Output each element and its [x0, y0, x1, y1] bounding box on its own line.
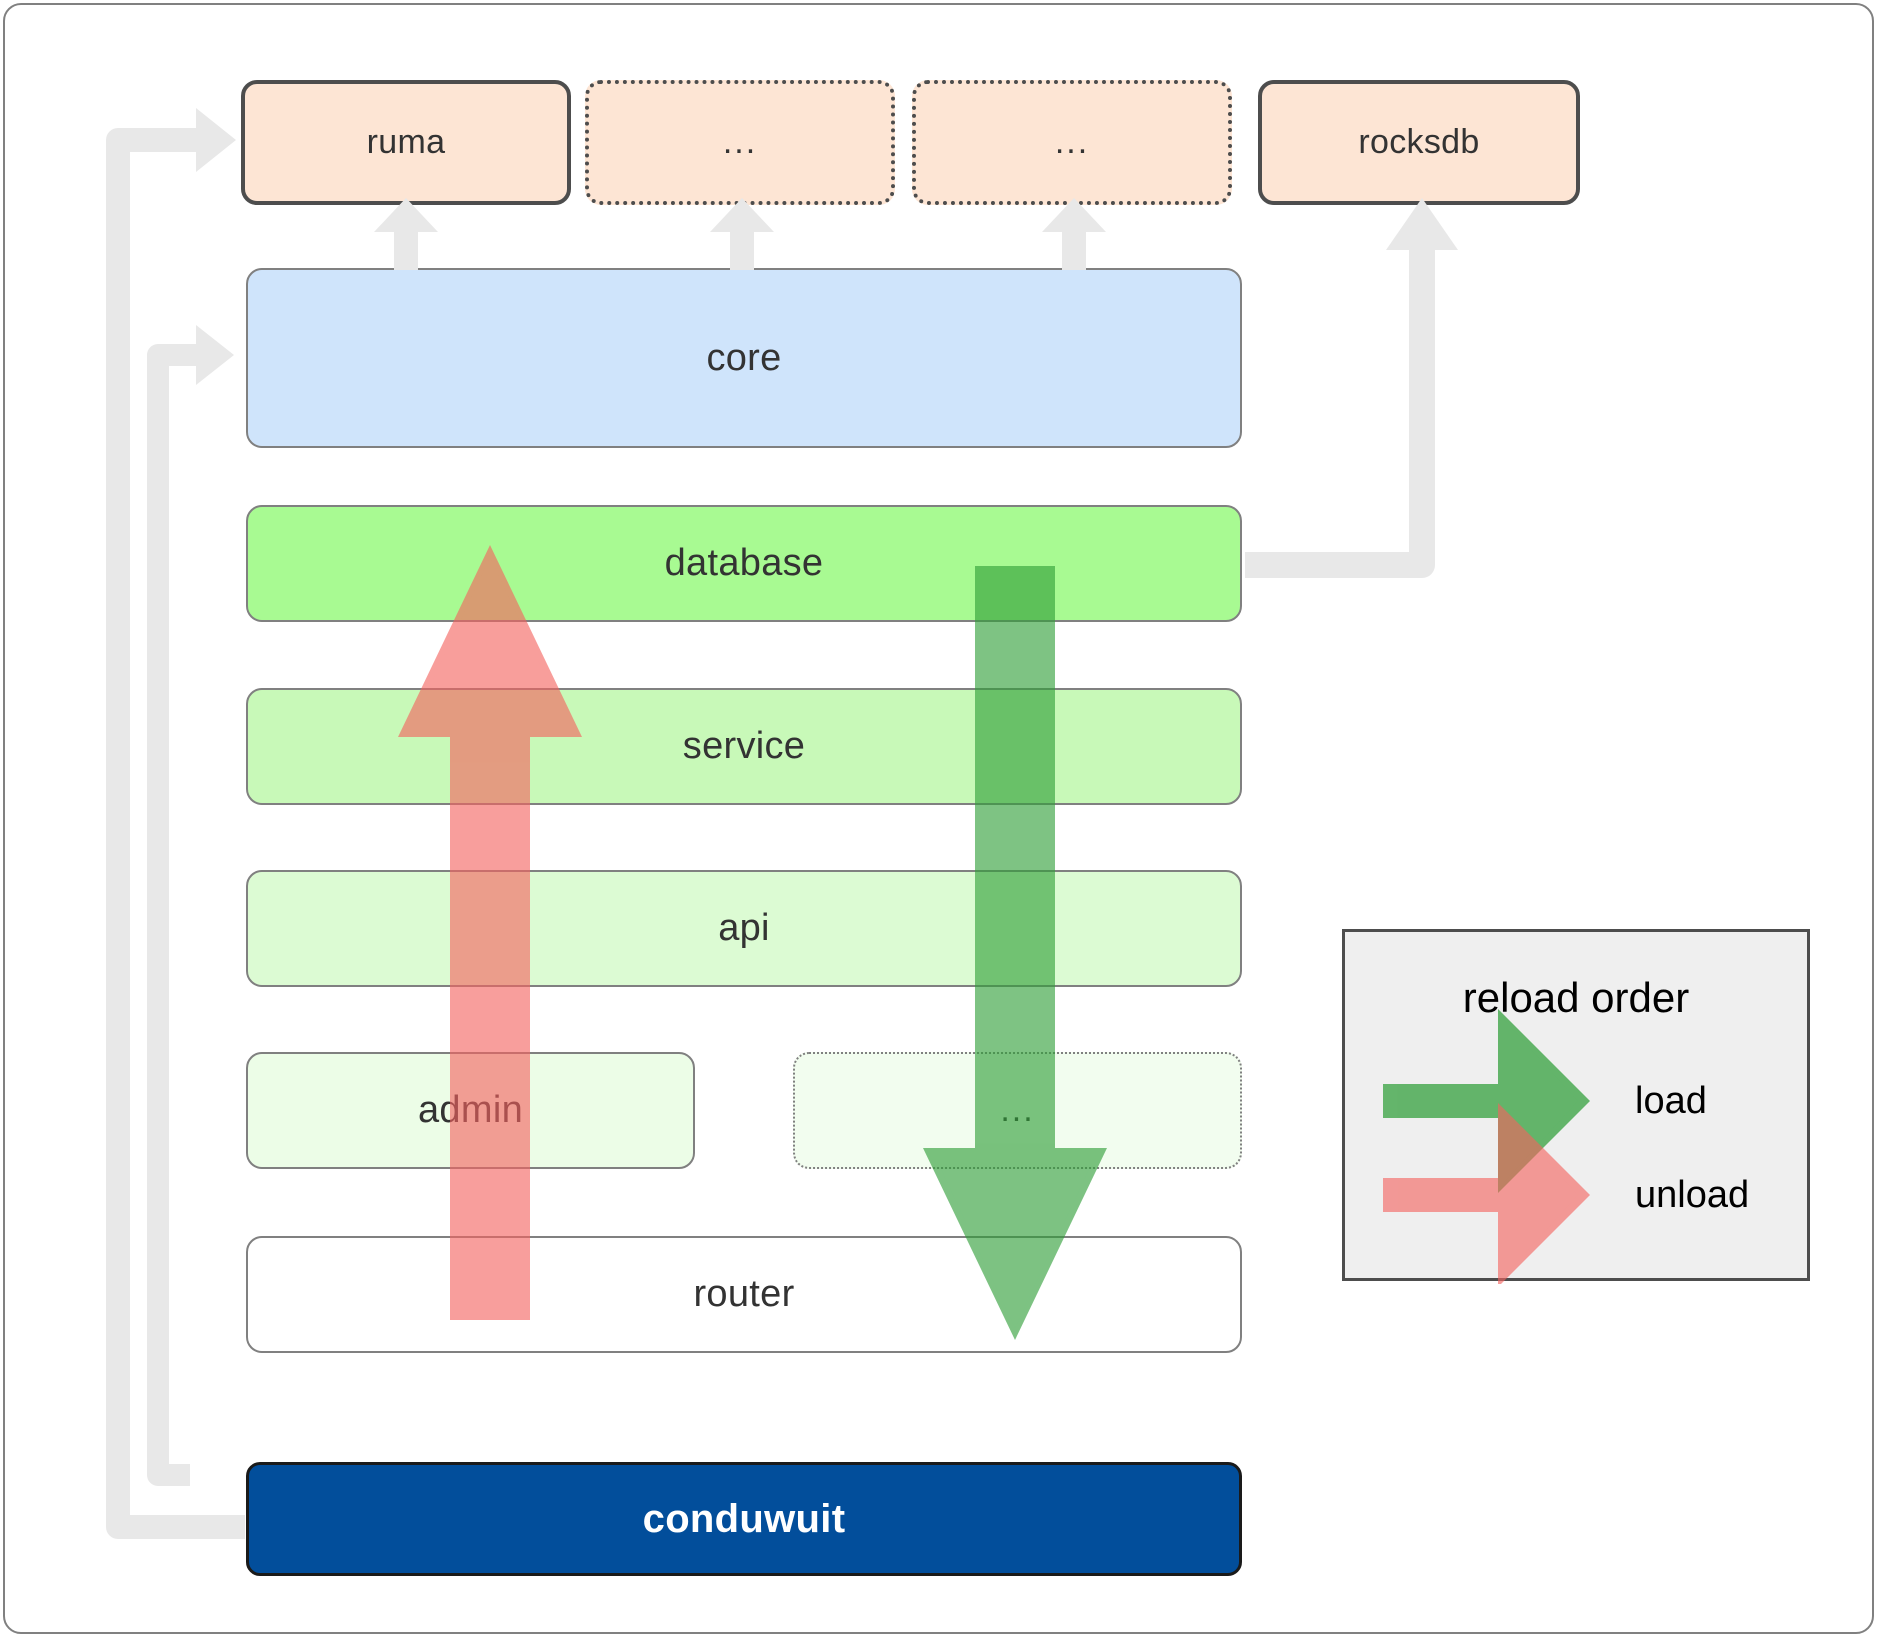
layer-box-database[interactable]: database — [246, 505, 1242, 622]
crate-label-rocksdb: rocksdb — [1358, 123, 1480, 161]
layer-label-ellipsis: ... — [1000, 1090, 1035, 1129]
legend-panel: reload order load unload — [1342, 929, 1810, 1284]
crate-box-ruma[interactable]: ruma — [241, 80, 571, 205]
main-label-conduwuit: conduwuit — [642, 1496, 846, 1541]
layer-label-database: database — [664, 542, 824, 584]
layer-label-router: router — [693, 1273, 795, 1315]
layer-box-api[interactable]: api — [246, 870, 1242, 987]
layer-label-admin: admin — [418, 1089, 523, 1131]
core-label: core — [706, 336, 782, 379]
legend-arrow-svg — [1383, 1009, 1590, 1284]
crate-box-ellipsis-2[interactable]: ... — [912, 80, 1232, 205]
legend-label-unload: unload — [1635, 1174, 1750, 1216]
crate-label-ruma: ruma — [366, 123, 446, 161]
layer-label-api: api — [718, 907, 770, 949]
layer-box-ellipsis[interactable]: ... — [793, 1052, 1242, 1169]
layer-box-admin[interactable]: admin — [246, 1052, 695, 1169]
crate-label-ellipsis-2: ... — [1054, 122, 1090, 161]
crate-box-rocksdb[interactable]: rocksdb — [1258, 80, 1580, 205]
crate-label-ellipsis-1: ... — [722, 122, 758, 161]
main-box-conduwuit[interactable]: conduwuit — [246, 1462, 1242, 1576]
layer-label-service: service — [682, 725, 806, 767]
core-box[interactable]: core — [246, 268, 1242, 448]
layer-box-router[interactable]: router — [246, 1236, 1242, 1353]
legend-unload-arrow — [1383, 1103, 1590, 1284]
layer-box-service[interactable]: service — [246, 688, 1242, 805]
crate-box-ellipsis-1[interactable]: ... — [585, 80, 895, 205]
legend-label-load: load — [1635, 1080, 1707, 1122]
diagram-frame — [3, 3, 1874, 1634]
